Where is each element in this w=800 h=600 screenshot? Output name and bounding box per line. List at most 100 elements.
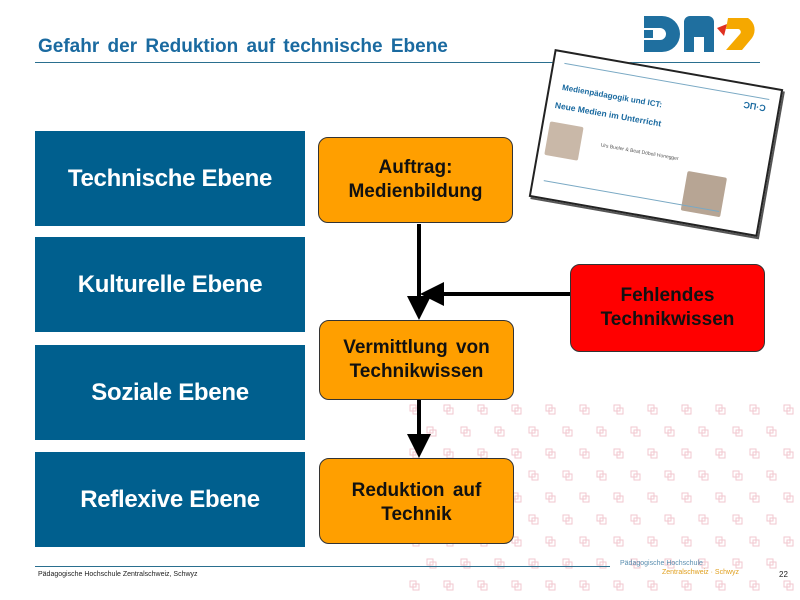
pattern-square <box>460 558 471 569</box>
pattern-square <box>426 426 437 437</box>
pattern-square <box>698 558 709 569</box>
pattern-square <box>494 558 505 569</box>
pattern-square <box>545 492 556 503</box>
title-divider <box>35 62 760 63</box>
pattern-square <box>732 470 743 481</box>
pattern-square <box>715 536 726 547</box>
pattern-square <box>783 536 794 547</box>
pattern-square <box>749 536 760 547</box>
pattern-square <box>783 580 794 591</box>
pattern-square <box>647 536 658 547</box>
pattern-square <box>630 558 641 569</box>
pattern-square <box>596 470 607 481</box>
pattern-square <box>477 580 488 591</box>
pattern-square <box>443 404 454 415</box>
pattern-square <box>579 536 590 547</box>
pattern-square <box>579 448 590 459</box>
pattern-square <box>545 404 556 415</box>
pattern-square <box>647 404 658 415</box>
pattern-square <box>647 492 658 503</box>
pattern-square <box>647 448 658 459</box>
pattern-square <box>579 492 590 503</box>
footer-text: Pädagogische Hochschule Zentralschweiz, … <box>38 571 198 578</box>
level-kulturelle: Kulturelle Ebene <box>35 237 305 332</box>
pattern-square <box>715 404 726 415</box>
pattern-square <box>766 426 777 437</box>
pattern-square <box>545 580 556 591</box>
box-vermittlung-line2: Technikwissen <box>349 361 484 382</box>
pattern-square <box>528 558 539 569</box>
pattern-square <box>528 514 539 525</box>
pattern-square <box>545 448 556 459</box>
pattern-square <box>613 448 624 459</box>
pattern-square <box>613 404 624 415</box>
pattern-square <box>732 426 743 437</box>
pattern-square <box>596 426 607 437</box>
box-reduktion-line1: Reduktion auf <box>351 480 482 501</box>
box-auftrag-line2: Medienbildung <box>348 181 483 202</box>
pattern-square <box>681 536 692 547</box>
footer-logo-line1: Pädagogische Hochschule <box>620 560 703 567</box>
pattern-square <box>715 492 726 503</box>
box-vermittlung: Vermittlung von Technikwissen <box>319 320 514 400</box>
pattern-square <box>681 448 692 459</box>
pattern-square <box>664 514 675 525</box>
pattern-square <box>749 580 760 591</box>
box-reduktion: Reduktion auf Technik <box>319 458 514 544</box>
box-fehlendes-technikwissen: Fehlendes Technikwissen <box>570 264 765 352</box>
pattern-square <box>579 580 590 591</box>
pattern-square <box>630 470 641 481</box>
pattern-square <box>698 470 709 481</box>
pattern-square <box>511 404 522 415</box>
pattern-square <box>715 448 726 459</box>
pattern-square <box>732 558 743 569</box>
pattern-square <box>528 426 539 437</box>
pattern-square <box>749 492 760 503</box>
pattern-square <box>664 558 675 569</box>
pattern-square <box>766 514 777 525</box>
pattern-square <box>511 580 522 591</box>
pattern-square <box>562 426 573 437</box>
pattern-square <box>545 536 556 547</box>
pattern-square <box>783 448 794 459</box>
pattern-square <box>698 514 709 525</box>
pattern-square <box>749 404 760 415</box>
pattern-square <box>647 580 658 591</box>
pattern-square <box>477 404 488 415</box>
pattern-square <box>460 426 471 437</box>
pattern-square <box>579 404 590 415</box>
pattern-square <box>749 448 760 459</box>
pattern-square <box>511 448 522 459</box>
box-auftrag-line1: Auftrag: <box>378 157 453 178</box>
box-vermittlung-line1: Vermittlung von <box>343 337 490 358</box>
pattern-square <box>630 514 641 525</box>
page-number: 22 <box>779 570 788 579</box>
pattern-square <box>613 536 624 547</box>
pattern-square <box>562 470 573 481</box>
pattern-square <box>681 580 692 591</box>
page-title: Gefahr der Reduktion auf technische Eben… <box>38 36 448 57</box>
footer-divider <box>35 566 610 567</box>
pattern-square <box>664 470 675 481</box>
pattern-square <box>596 558 607 569</box>
box-reduktion-line2: Technik <box>381 504 452 525</box>
level-soziale: Soziale Ebene <box>35 345 305 440</box>
phz-logo <box>644 16 755 52</box>
level-reflexive: Reflexive Ebene <box>35 452 305 547</box>
pattern-square <box>562 558 573 569</box>
pattern-square <box>681 492 692 503</box>
pattern-square <box>664 426 675 437</box>
pattern-square <box>630 426 641 437</box>
pattern-square <box>426 558 437 569</box>
pattern-square <box>766 558 777 569</box>
pattern-square <box>732 514 743 525</box>
pattern-square <box>562 514 573 525</box>
pattern-square <box>596 514 607 525</box>
pattern-square <box>528 470 539 481</box>
pattern-square <box>698 426 709 437</box>
pattern-square <box>443 580 454 591</box>
pattern-square <box>783 404 794 415</box>
box-auftrag: Auftrag: Medienbildung <box>318 137 513 223</box>
box-fehlend-line2: Technikwissen <box>600 309 735 330</box>
